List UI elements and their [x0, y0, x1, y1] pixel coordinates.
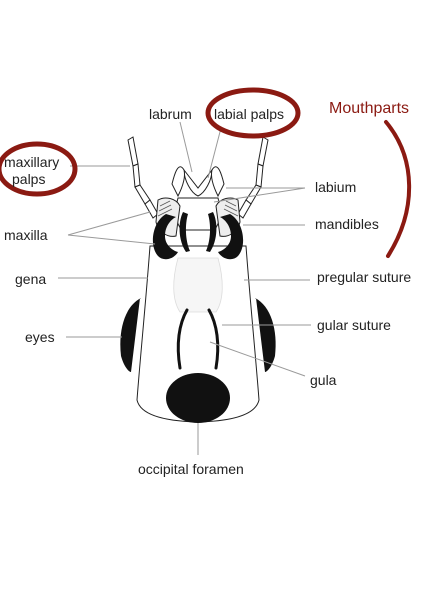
- label-mandibles: mandibles: [315, 216, 379, 232]
- right-eye: [255, 298, 276, 372]
- right-gular-suture: [207, 308, 220, 370]
- right-mandible: [218, 214, 244, 260]
- label-occipital-foramen: occipital foramen: [138, 461, 244, 477]
- label-maxillary-palps-line2: palps: [12, 171, 45, 187]
- leader-lines: [58, 121, 311, 455]
- right-maxillary-palp: [257, 136, 269, 167]
- head-capsule: [136, 245, 260, 423]
- label-maxilla: maxilla: [4, 227, 48, 243]
- left-gular-suture: [176, 308, 189, 370]
- maxillary-palps-highlight: [0, 141, 78, 197]
- labial-palps-highlight: [205, 87, 301, 139]
- label-gula: gula: [310, 372, 337, 388]
- right-labial-palp: [211, 166, 225, 198]
- label-labrum: labrum: [149, 106, 192, 122]
- label-gena: gena: [15, 271, 46, 287]
- label-pregular-suture: pregular suture: [317, 269, 411, 285]
- label-gular-suture: gular suture: [317, 317, 391, 333]
- occipital-foramen: [166, 373, 230, 423]
- maxilla-hatching: [157, 200, 239, 217]
- label-maxillary-palps-line1: maxillary: [4, 154, 59, 170]
- label-labium: labium: [315, 179, 356, 195]
- left-maxillary-palp: [127, 136, 139, 167]
- label-labial-palps: labial palps: [214, 106, 284, 122]
- label-mouthparts: Mouthparts: [329, 100, 409, 117]
- labrum: [183, 168, 213, 197]
- label-eyes: eyes: [25, 329, 55, 345]
- left-inner-mandible: [179, 212, 190, 252]
- mouthparts-group: [127, 136, 269, 237]
- left-mandible: [152, 214, 178, 260]
- left-labial-palp: [171, 166, 185, 198]
- right-inner-mandible: [206, 212, 217, 252]
- left-eye: [120, 298, 141, 372]
- mouthparts-bracket: [384, 120, 412, 258]
